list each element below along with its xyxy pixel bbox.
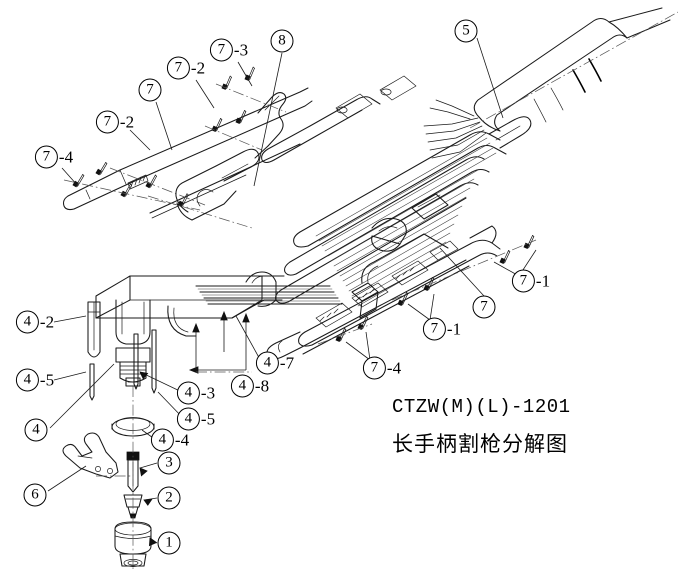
callout-number: 8	[270, 29, 294, 53]
drawing-title: CTZW(M)(L)-1201	[392, 396, 571, 418]
callout-c4-8: 4-8	[230, 374, 270, 398]
callout-c4-7: 4-7	[255, 351, 295, 375]
callout-suffix: -2	[119, 112, 135, 132]
callout-suffix: -1	[446, 319, 462, 339]
lower-handle-rod	[266, 225, 538, 360]
callout-number: 7	[34, 145, 58, 169]
callout-number: 4	[255, 351, 279, 375]
callout-number: 1	[157, 531, 181, 555]
callout-number: 7	[472, 295, 496, 319]
callout-suffix: -8	[254, 376, 270, 396]
callout-c8: 8	[270, 29, 294, 53]
callout-c6: 6	[23, 483, 47, 507]
callout-c2: 2	[157, 486, 181, 510]
trigger-lever-part8	[175, 148, 260, 221]
part-4-2-sleeve	[87, 301, 101, 358]
drawing-subtitle: 长手柄割枪分解图	[392, 432, 568, 456]
callout-c7-2-upper: 7-2	[166, 56, 206, 80]
callout-suffix: -2	[190, 58, 206, 78]
callout-suffix: -2	[39, 312, 55, 332]
upper-cover-assembly	[62, 87, 313, 219]
callout-number: 7	[138, 78, 162, 102]
callout-number: 4	[24, 418, 48, 442]
callout-c7-3: 7-3	[209, 38, 249, 62]
callout-suffix: -4	[386, 358, 402, 378]
callout-number: 2	[157, 486, 181, 510]
callout-c1: 1	[157, 531, 181, 555]
callout-c7-1-right: 7-1	[511, 269, 551, 293]
leader-lines	[47, 37, 537, 544]
callout-c7-main: 7	[138, 78, 162, 102]
callout-number: 4	[15, 310, 39, 334]
callout-number: 7	[209, 38, 233, 62]
callout-number: 4	[230, 374, 254, 398]
callout-c4-4: 4-4	[150, 428, 190, 452]
callout-number: 3	[157, 451, 181, 475]
callout-number: 4	[15, 368, 39, 392]
callout-suffix: -4	[58, 147, 74, 167]
callout-number: 7	[511, 269, 535, 293]
rod-bracket	[351, 282, 379, 319]
part-6-wrench	[62, 432, 133, 479]
part-4-5-needles	[89, 329, 157, 401]
handle-tube-part5	[469, 7, 678, 132]
callout-suffix: -3	[233, 40, 249, 60]
callout-number: 4	[176, 381, 200, 405]
callout-c7-2-left: 7-2	[95, 110, 135, 134]
callout-number: 6	[23, 483, 47, 507]
callout-suffix: -3	[200, 383, 216, 403]
callout-c4-5-mid: 4-5	[176, 407, 216, 431]
callout-suffix: -5	[200, 409, 216, 429]
callout-c4-3: 4-3	[176, 381, 216, 405]
callout-suffix: -5	[39, 370, 55, 390]
callout-c7-4-left: 7-4	[34, 145, 74, 169]
callout-number: 7	[362, 356, 386, 380]
top-lugs	[335, 75, 417, 119]
part-4-gland	[115, 347, 151, 387]
receiver-inner-arrows	[188, 310, 252, 374]
callout-c7-right: 7	[472, 295, 496, 319]
callout-number: 7	[422, 317, 446, 341]
callout-number: 4	[176, 407, 200, 431]
callout-c4-2: 4-2	[15, 310, 55, 334]
callout-suffix: -1	[535, 271, 551, 291]
callout-number: 4	[150, 428, 174, 452]
callout-c4-5-left: 4-5	[15, 368, 55, 392]
receiver-block	[95, 271, 343, 345]
callout-c3: 3	[157, 451, 181, 475]
callout-number: 7	[166, 56, 190, 80]
callout-c7-1-mid: 7-1	[422, 317, 462, 341]
hose-bundle	[423, 99, 487, 159]
callout-suffix: -4	[174, 430, 190, 450]
callout-c7-4-right: 7-4	[362, 356, 402, 380]
callout-number: 5	[454, 19, 478, 43]
valve-cluster	[371, 193, 449, 252]
callout-number: 7	[95, 110, 119, 134]
callout-c5: 5	[454, 19, 478, 43]
callout-suffix: -7	[279, 353, 295, 373]
callout-c4: 4	[24, 418, 48, 442]
